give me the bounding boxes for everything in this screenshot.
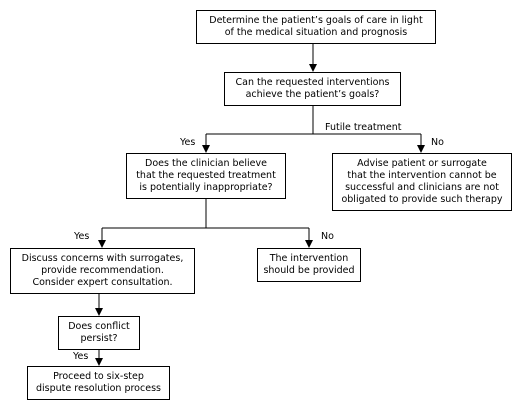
edge-label-yes: Yes bbox=[73, 351, 89, 362]
node-six-step: Proceed to six-step dispute resolution p… bbox=[27, 366, 170, 400]
node-goals-of-care: Determine the patient’s goals of care in… bbox=[196, 10, 436, 44]
node-advise-futile: Advise patient or surrogate that the int… bbox=[332, 153, 512, 211]
node-should-be-provided: The intervention should be provided bbox=[257, 248, 361, 282]
node-conflict-persist: Does conflict persist? bbox=[58, 316, 140, 350]
edge-label-no: No bbox=[321, 231, 334, 242]
edge-label-no: No bbox=[431, 137, 444, 148]
node-achieve-goals: Can the requested interventions achieve … bbox=[224, 72, 401, 106]
edge-label-futile-treatment: Futile treatment bbox=[325, 122, 402, 133]
edge-label-yes: Yes bbox=[74, 231, 90, 242]
node-discuss-concerns: Discuss concerns with surrogates, provid… bbox=[10, 248, 195, 294]
edge-label-yes: Yes bbox=[180, 137, 196, 148]
node-potentially-inappropriate: Does the clinician believe that the requ… bbox=[126, 153, 286, 199]
